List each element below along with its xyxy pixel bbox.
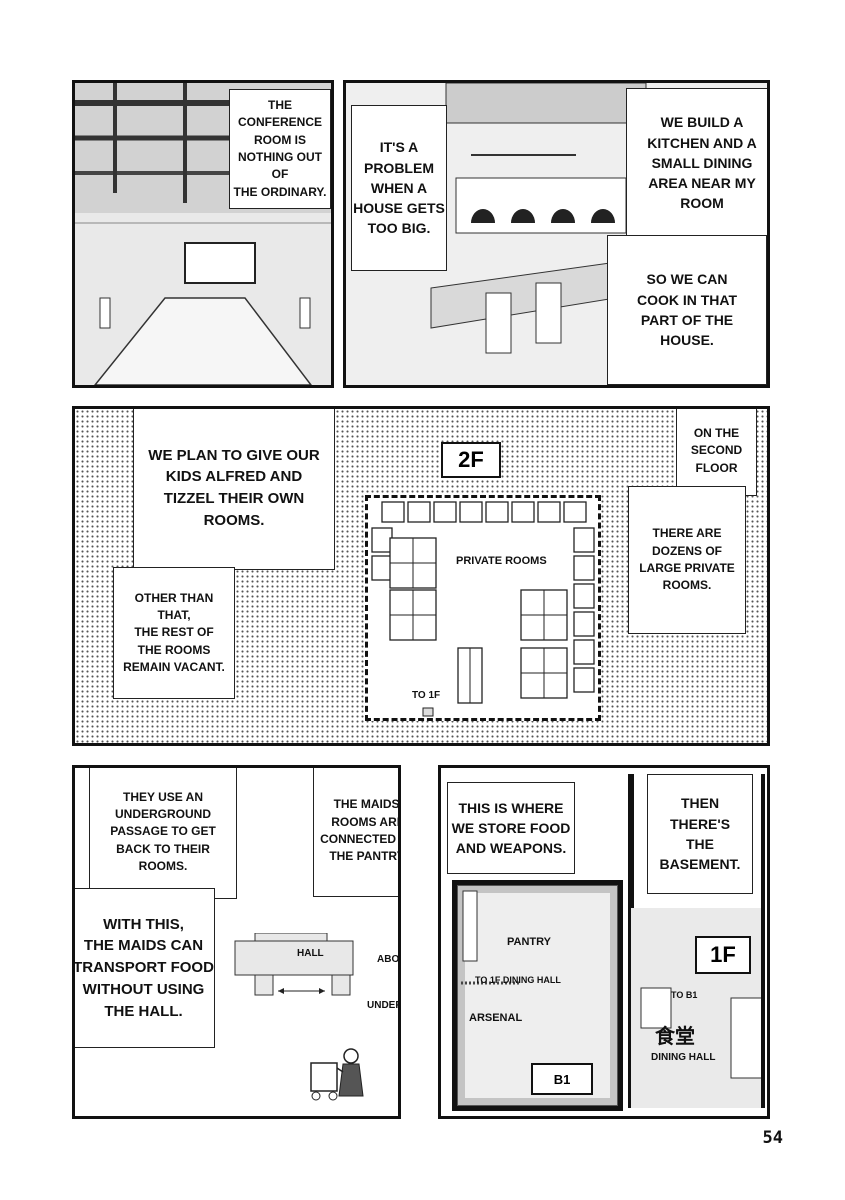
caption-basement: THEN THERE'S THE BASEMENT.	[647, 774, 753, 894]
page-number: 54	[762, 1128, 783, 1148]
to-dining-hall-label: TO 1F DINING HALL	[475, 975, 561, 985]
private-rooms-label: PRIVATE ROOMS	[456, 555, 547, 567]
caption-conference: THE CONFERENCE ROOM IS NOTHING OUT OF TH…	[229, 89, 331, 209]
arsenal-label: ARSENAL	[469, 1012, 523, 1024]
caption-vacant: OTHER THAN THAT, THE REST OF THE ROOMS R…	[113, 567, 235, 699]
caption-private-rooms: THERE ARE DOZENS OF LARGE PRIVATE ROOMS.	[628, 486, 746, 634]
passage-diagram	[234, 933, 354, 996]
caption-underground: THEY USE AN UNDERGROUND PASSAGE TO GET B…	[89, 768, 237, 899]
panel-underground-passage: THEY USE AN UNDERGROUND PASSAGE TO GET B…	[72, 765, 401, 1119]
floor-label-2f: 2F	[441, 442, 501, 478]
caption-maids-rooms: THE MAIDS' ROOMS ARE CONNECTED TO THE PA…	[313, 768, 398, 897]
aboveground-label: ABOVEGROUND	[377, 954, 400, 965]
dining-kanji-label: 食堂	[655, 1024, 695, 1048]
caption-problem: IT'S A PROBLEM WHEN A HOUSE GETS TOO BIG…	[351, 105, 447, 271]
panel-second-floor: WE PLAN TO GIVE OUR KIDS ALFRED AND TIZZ…	[72, 406, 770, 746]
caption-store-food: THIS IS WHERE WE STORE FOOD AND WEAPONS.	[447, 782, 575, 874]
caption-kids-rooms: WE PLAN TO GIVE OUR KIDS ALFRED AND TIZZ…	[133, 409, 335, 570]
dining-hall-label: DINING HALL	[651, 1052, 716, 1063]
caption-kitchen-build: WE BUILD A KITCHEN AND A SMALL DINING AR…	[626, 88, 767, 238]
to-b1-label: TO B1	[671, 990, 698, 1000]
maid-with-cart-illustration	[310, 1048, 364, 1101]
caption-second-floor: ON THE SECOND FLOOR	[676, 409, 757, 496]
floor-plan-2f-grid	[371, 501, 595, 717]
floor-plan-2f: PRIVATE ROOMS TO 1F	[365, 495, 601, 721]
pantry-label: PANTRY	[507, 936, 551, 948]
panel-conference-room: THE CONFERENCE ROOM IS NOTHING OUT OF TH…	[72, 80, 334, 388]
caption-transport-food: WITH THIS, THE MAIDS CAN TRANSPORT FOOD …	[75, 888, 215, 1048]
stairs-label-to-1f: TO 1F	[412, 690, 441, 701]
floor-label-1f: 1F	[695, 936, 751, 974]
panel-basement: THIS IS WHERE WE STORE FOOD AND WEAPONS.…	[438, 765, 770, 1119]
panel-kitchen: IT'S A PROBLEM WHEN A HOUSE GETS TOO BIG…	[343, 80, 770, 388]
underground-label: UNDERGROUND	[367, 1000, 401, 1011]
caption-cook: SO WE CAN COOK IN THAT PART OF THE HOUSE…	[607, 235, 767, 385]
hall-label: HALL	[297, 948, 324, 959]
floor-label-b1: B1	[531, 1063, 593, 1095]
